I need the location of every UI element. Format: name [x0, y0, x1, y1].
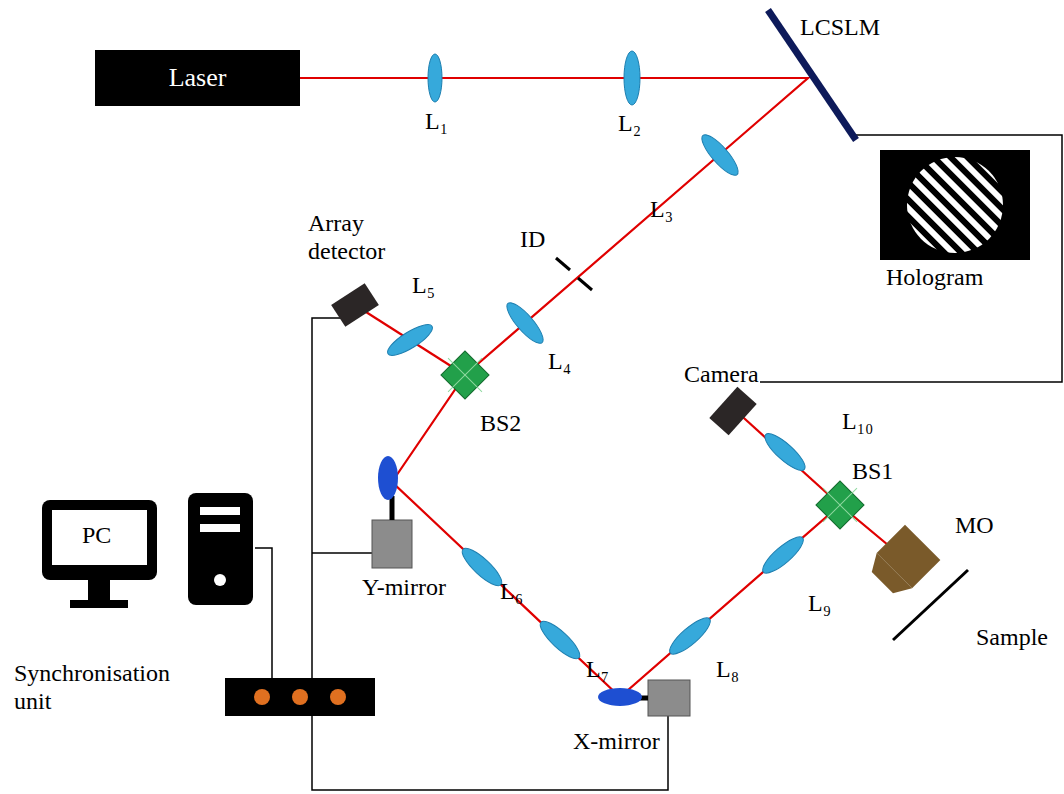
lens-label: L₁ [425, 108, 448, 136]
lens-label: L₁₀ [842, 408, 873, 436]
component-label: Hologram [886, 264, 983, 292]
component-label: ID [520, 226, 545, 254]
node-text: Laser [169, 63, 227, 93]
component-label: Camera [684, 361, 759, 389]
component-label: Synchronisation unit [14, 660, 204, 715]
component-label: X-mirror [573, 728, 660, 756]
component-label: Y-mirror [362, 574, 446, 602]
component-label: Array detector [308, 210, 418, 265]
component-label: BS1 [852, 458, 893, 486]
lens-label: L₅ [412, 272, 435, 300]
component-label: BS2 [480, 410, 521, 438]
component-label: LCSLM [800, 14, 880, 42]
lens-label: L₂ [618, 110, 641, 138]
lens-label: L₈ [716, 656, 739, 684]
pc-label: PC [82, 522, 111, 550]
lens-label: L₆ [500, 578, 523, 606]
lens-label: L₄ [548, 348, 571, 376]
lens-label: L₃ [650, 196, 673, 224]
lens-label: L₇ [586, 656, 609, 684]
laser-box: Laser [95, 50, 300, 106]
component-label: MO [955, 512, 994, 540]
lens-label: L₉ [808, 590, 831, 618]
component-label: Sample [976, 624, 1048, 652]
